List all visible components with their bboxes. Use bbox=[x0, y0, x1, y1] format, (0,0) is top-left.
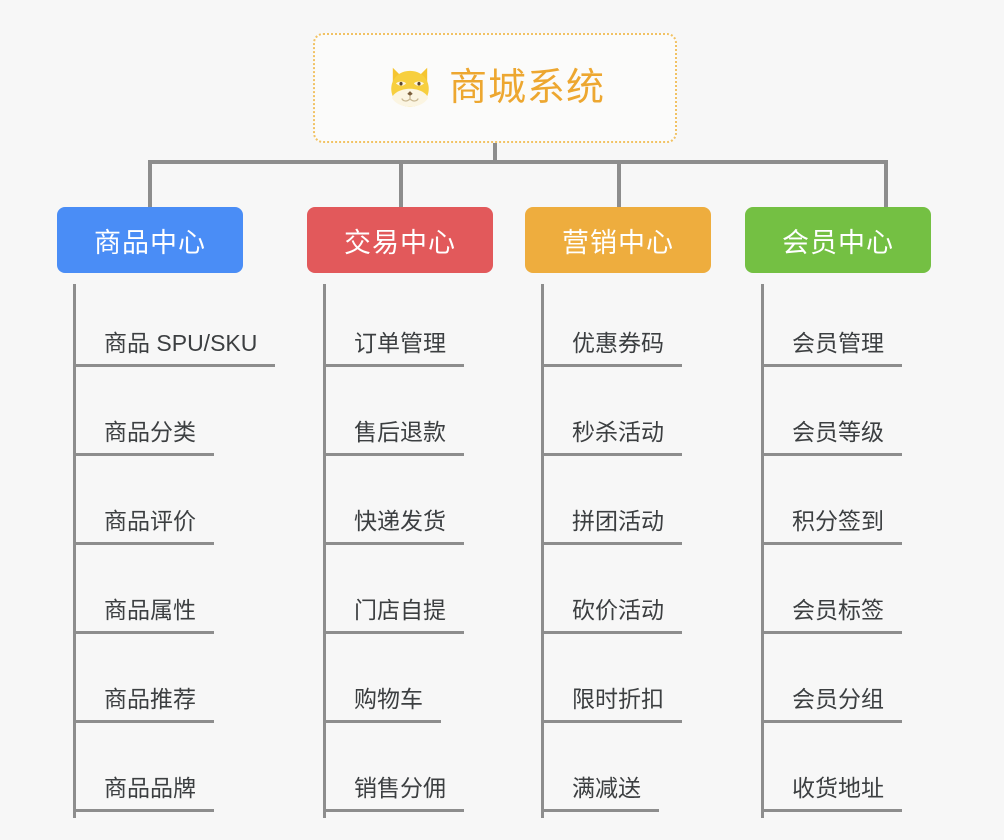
leaf-item[interactable]: 商品分类 bbox=[73, 373, 275, 462]
branch-header-product-center[interactable]: 商品中心 bbox=[57, 207, 243, 273]
connector-drop-2 bbox=[399, 160, 403, 208]
leaf-trunk-line bbox=[761, 284, 764, 818]
leaf-label: 商品推荐 bbox=[73, 688, 214, 723]
branch-header-member-center[interactable]: 会员中心 bbox=[745, 207, 931, 273]
leaf-item[interactable]: 购物车 bbox=[323, 640, 493, 729]
leaf-label: 商品品牌 bbox=[73, 777, 214, 812]
leaf-stack-marketing-center: 优惠券码 秒杀活动 拼团活动 砍价活动 限时折扣 满减送 bbox=[541, 284, 711, 818]
leaf-item[interactable]: 订单管理 bbox=[323, 284, 493, 373]
leaf-item[interactable]: 会员分组 bbox=[761, 640, 931, 729]
leaf-label: 门店自提 bbox=[323, 599, 464, 634]
leaf-item[interactable]: 优惠券码 bbox=[541, 284, 711, 373]
leaf-stack-product-center: 商品 SPU/SKU 商品分类 商品评价 商品属性 商品推荐 商品品牌 bbox=[73, 284, 276, 818]
leaf-item[interactable]: 售后退款 bbox=[323, 373, 493, 462]
connector-drop-1 bbox=[148, 160, 152, 208]
branch-member-center: 会员中心 会员管理 会员等级 积分签到 会员标签 会员分组 收货地址 bbox=[745, 207, 931, 818]
leaf-item[interactable]: 积分签到 bbox=[761, 462, 931, 551]
leaf-label: 售后退款 bbox=[323, 421, 464, 456]
leaf-label: 商品分类 bbox=[73, 421, 214, 456]
leaf-item[interactable]: 商品属性 bbox=[73, 551, 275, 640]
branch-header-label: 商品中心 bbox=[94, 227, 206, 258]
branch-trade-center: 交易中心 订单管理 售后退款 快递发货 门店自提 购物车 销售分佣 bbox=[307, 207, 493, 818]
branch-header-trade-center[interactable]: 交易中心 bbox=[307, 207, 493, 273]
leaf-item[interactable]: 秒杀活动 bbox=[541, 373, 711, 462]
leaf-item[interactable]: 限时折扣 bbox=[541, 640, 711, 729]
leaf-trunk-line bbox=[541, 284, 544, 818]
leaf-item[interactable]: 拼团活动 bbox=[541, 462, 711, 551]
leaf-item[interactable]: 收货地址 bbox=[761, 729, 931, 818]
leaf-label: 商品属性 bbox=[73, 599, 214, 634]
leaf-label: 购物车 bbox=[323, 688, 441, 723]
leaf-item[interactable]: 会员标签 bbox=[761, 551, 931, 640]
leaf-item[interactable]: 快递发货 bbox=[323, 462, 493, 551]
branch-header-label: 交易中心 bbox=[344, 227, 456, 258]
branch-marketing-center: 营销中心 优惠券码 秒杀活动 拼团活动 砍价活动 限时折扣 满减送 bbox=[525, 207, 711, 818]
branch-header-label: 会员中心 bbox=[782, 227, 894, 258]
leaf-label: 商品 SPU/SKU bbox=[73, 332, 276, 367]
connector-horizontal-bus bbox=[148, 160, 888, 164]
leaf-item[interactable]: 商品推荐 bbox=[73, 640, 275, 729]
leaf-label: 销售分佣 bbox=[323, 777, 464, 812]
leaf-stack-trade-center: 订单管理 售后退款 快递发货 门店自提 购物车 销售分佣 bbox=[323, 284, 493, 818]
leaf-label: 砍价活动 bbox=[541, 599, 682, 634]
leaf-item[interactable]: 会员等级 bbox=[761, 373, 931, 462]
leaf-label: 优惠券码 bbox=[541, 332, 682, 367]
leaf-label: 积分签到 bbox=[761, 510, 902, 545]
leaf-item[interactable]: 砍价活动 bbox=[541, 551, 711, 640]
leaf-label: 快递发货 bbox=[323, 510, 464, 545]
connector-root-stub bbox=[493, 143, 497, 163]
root-node[interactable]: 商城系统 bbox=[313, 33, 677, 143]
leaf-label: 会员标签 bbox=[761, 599, 902, 634]
leaf-label: 会员分组 bbox=[761, 688, 902, 723]
leaf-item[interactable]: 门店自提 bbox=[323, 551, 493, 640]
leaf-label: 商品评价 bbox=[73, 510, 214, 545]
leaf-trunk-line bbox=[73, 284, 76, 818]
leaf-label: 限时折扣 bbox=[541, 688, 682, 723]
leaf-trunk-line bbox=[323, 284, 326, 818]
connector-drop-4 bbox=[884, 160, 888, 208]
leaf-label: 收货地址 bbox=[761, 777, 902, 812]
leaf-label: 订单管理 bbox=[323, 332, 464, 367]
leaf-label: 拼团活动 bbox=[541, 510, 682, 545]
leaf-item[interactable]: 会员管理 bbox=[761, 284, 931, 373]
leaf-stack-member-center: 会员管理 会员等级 积分签到 会员标签 会员分组 收货地址 bbox=[761, 284, 931, 818]
leaf-label: 秒杀活动 bbox=[541, 421, 682, 456]
connector-drop-3 bbox=[617, 160, 621, 208]
branch-product-center: 商品中心 商品 SPU/SKU 商品分类 商品评价 商品属性 商品推荐 商品品牌 bbox=[57, 207, 276, 818]
leaf-item[interactable]: 商品 SPU/SKU bbox=[73, 284, 276, 373]
shiba-dog-face-icon bbox=[391, 67, 429, 107]
leaf-item[interactable]: 商品品牌 bbox=[73, 729, 275, 818]
leaf-label: 会员管理 bbox=[761, 332, 902, 367]
leaf-item[interactable]: 商品评价 bbox=[73, 462, 275, 551]
leaf-label: 满减送 bbox=[541, 777, 659, 812]
leaf-item[interactable]: 销售分佣 bbox=[323, 729, 493, 818]
leaf-item[interactable]: 满减送 bbox=[541, 729, 711, 818]
branch-header-marketing-center[interactable]: 营销中心 bbox=[525, 207, 711, 273]
root-title: 商城系统 bbox=[448, 67, 605, 109]
leaf-label: 会员等级 bbox=[761, 421, 902, 456]
branch-header-label: 营销中心 bbox=[562, 227, 674, 258]
